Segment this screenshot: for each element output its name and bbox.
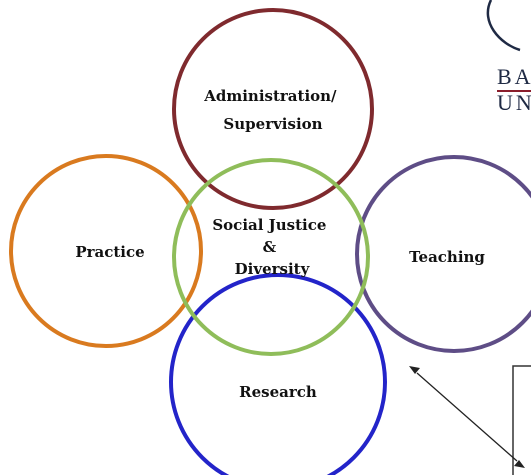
social-justice-label-line-2: &: [263, 238, 277, 256]
callout-box: [512, 365, 531, 475]
logo-text-line-1: BAL: [497, 64, 531, 89]
social-justice-label-line-1: Social Justice: [212, 216, 326, 234]
research-label: Research: [239, 383, 317, 401]
administration-circle: [172, 8, 374, 210]
administration-label-line-2: Supervision: [223, 115, 322, 133]
logo-rule: [497, 90, 531, 92]
logo-emblem-icon: [486, 0, 521, 52]
teaching-label: Teaching: [409, 248, 485, 266]
practice-circle: [9, 154, 203, 348]
social-justice-circle: [172, 158, 370, 356]
research-circle: [169, 273, 387, 475]
social-justice-label-line-3: Diversity: [235, 260, 311, 278]
administration-label: Administration/ Supervision: [203, 87, 342, 133]
practice-label-line-1: Practice: [75, 243, 144, 261]
logo-text-line-2: UNI: [497, 90, 531, 115]
teaching-label-line-1: Teaching: [409, 248, 485, 266]
practice-label: Practice: [75, 243, 144, 261]
teaching-circle: [355, 155, 531, 353]
research-label-line-1: Research: [239, 383, 317, 401]
social-justice-label: Social Justice & Diversity: [212, 216, 331, 278]
administration-label-line-1: Administration/: [203, 87, 337, 105]
double-arrow-icon: [409, 366, 525, 468]
